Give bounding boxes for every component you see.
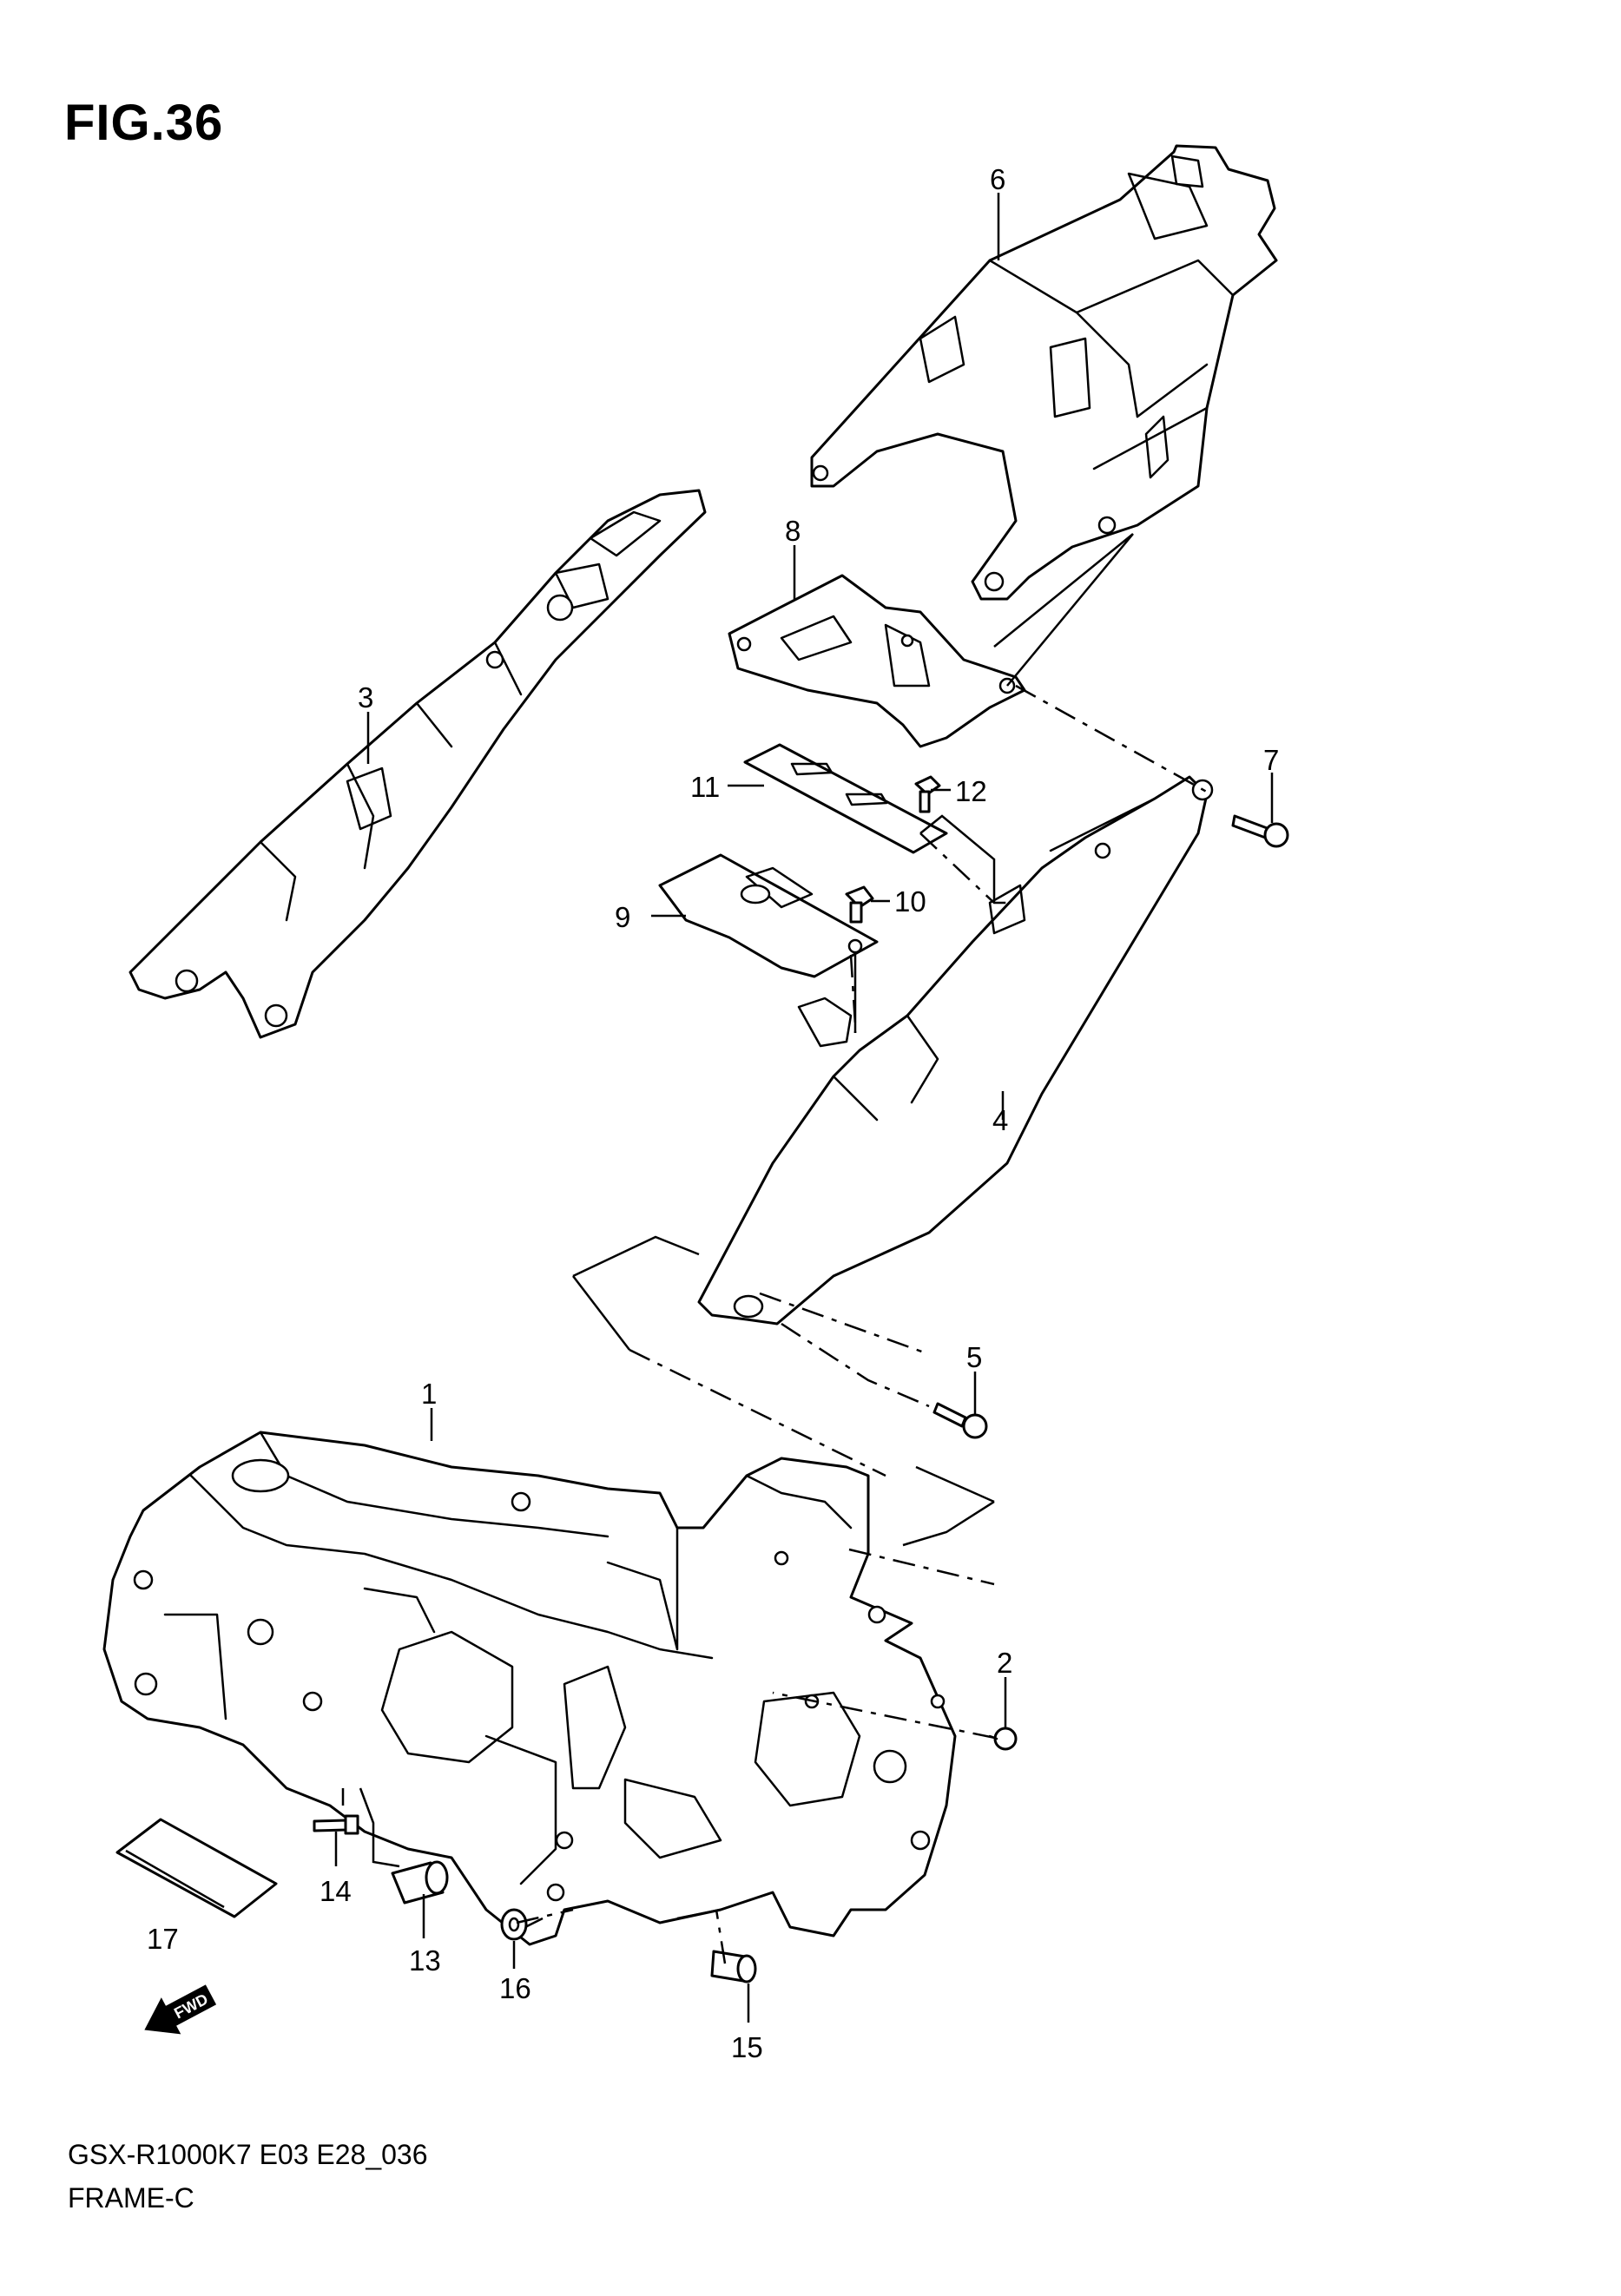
part-11-plate: [743, 743, 948, 854]
callout-17: 17: [147, 1923, 179, 1955]
callout-5: 5: [966, 1341, 982, 1373]
part-12-bolt: [914, 775, 941, 813]
callout-labels: 1 2 3 4 5 6 7 8 9 10 11 12 13 14 15 16 1…: [147, 163, 1279, 2063]
callout-13: 13: [409, 1944, 441, 1977]
callout-7: 7: [1263, 744, 1279, 776]
part-16-washer: [500, 1908, 528, 1941]
part-6-rear-seat-rail: [810, 144, 1278, 601]
assembly-lines: [341, 533, 1212, 1964]
part-8-bracket: [728, 574, 1026, 748]
part-17-label: [115, 1818, 278, 1918]
callout-11: 11: [690, 771, 720, 803]
section-name: FRAME-C: [68, 2182, 194, 2214]
part-9-bracket-plate: [658, 853, 879, 978]
part-1-main-frame: [102, 1431, 957, 1946]
callout-1: 1: [421, 1378, 437, 1410]
part-5-bolt: [932, 1402, 988, 1439]
part-4-right-seat-rail: [697, 775, 1214, 1326]
figure-title: FIG.36: [64, 95, 224, 151]
model-code: GSX-R1000K7 E03 E28_036: [68, 2139, 428, 2170]
callout-6: 6: [990, 163, 1005, 195]
part-3-left-seat-rail: [128, 489, 707, 1039]
callout-2: 2: [997, 1647, 1012, 1679]
callout-9: 9: [615, 901, 630, 933]
callout-14: 14: [320, 1875, 352, 1907]
callout-16: 16: [499, 1972, 531, 2004]
part-7-bolt: [1231, 814, 1289, 848]
callout-10: 10: [894, 885, 926, 918]
part-2-clip: [988, 1727, 1018, 1751]
part-10-bolt: [845, 885, 874, 924]
part-13-collar: [391, 1860, 449, 1905]
part-15-bolt: [710, 1950, 757, 1984]
fwd-arrow-icon: FWD: [144, 1984, 217, 2035]
callout-4: 4: [992, 1104, 1008, 1136]
callout-8: 8: [785, 515, 801, 547]
callout-15: 15: [731, 2031, 763, 2063]
callout-3: 3: [358, 681, 373, 714]
leader-lines: [334, 193, 1274, 2023]
callout-12: 12: [955, 775, 987, 807]
part-14-bolt: [313, 1814, 359, 1835]
